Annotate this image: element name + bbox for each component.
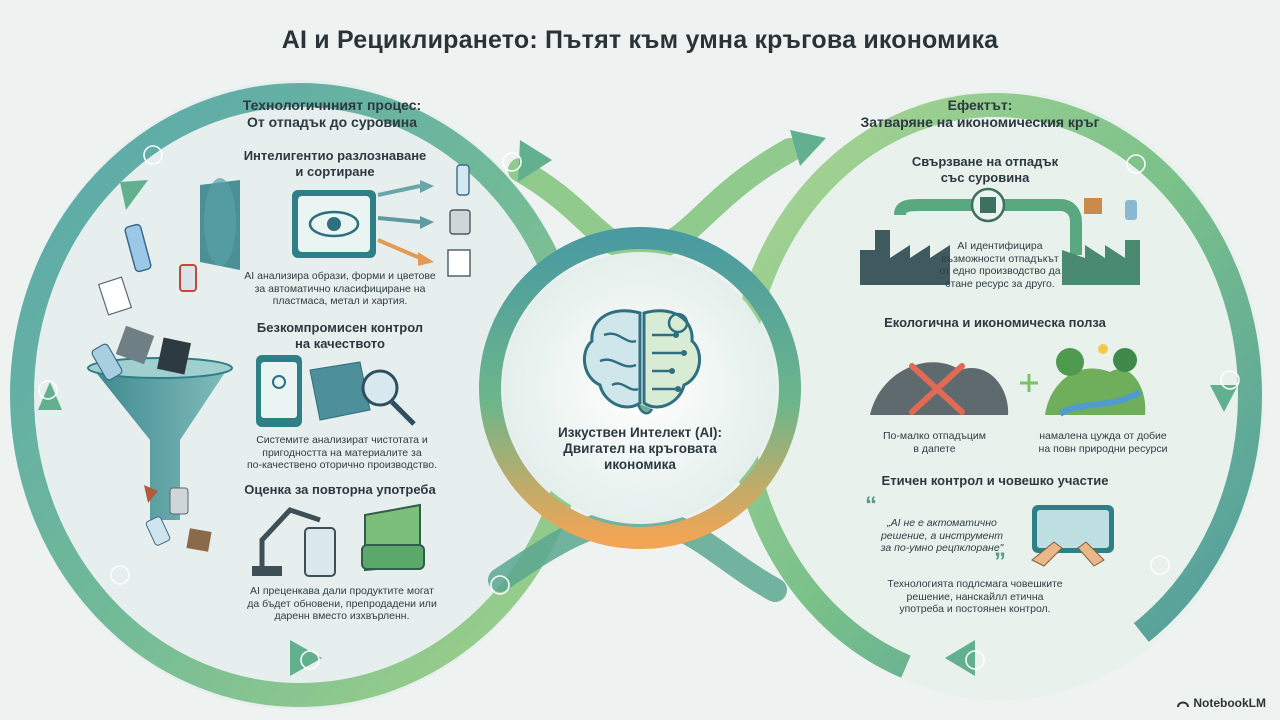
reuse-text-line2: да бъдет обновени, препродадени или (247, 597, 437, 610)
center-label: Изкуствен Интелект (AI): Двигател на кръ… (540, 425, 740, 473)
reuse-illustration (252, 503, 425, 577)
left-loop-ring (10, 83, 590, 707)
connector-top (508, 138, 802, 263)
ethics-text-line3: употреба и постоянен контрол. (899, 603, 1051, 615)
plus-sign (1020, 374, 1038, 392)
loop-arrowheads (38, 130, 1238, 676)
nature-illustration (1045, 344, 1146, 417)
ethics-quote: „AI не е актоматично решение, а инструме… (872, 517, 1012, 555)
brand-badge: NotebookLM (1177, 696, 1266, 710)
linking-text-line4: стане ресурс за друго. (945, 277, 1055, 290)
quality-text: Системите анализират чистотата и пригодн… (222, 434, 462, 472)
sorting-arrows (377, 164, 471, 277)
sorting-text-line3: пластмаса, метал и хартия. (272, 295, 408, 307)
center-ring (479, 227, 801, 549)
sorting-text-line1: AI анализира образи, форми и цветове (244, 270, 436, 282)
brain-illustration (583, 309, 701, 415)
coin-ring-icon (1150, 555, 1170, 575)
ethics-title: Етичен контрол и човешко участие (881, 473, 1109, 488)
lightning-ring-icon (143, 145, 163, 165)
recycle-ring-icon (300, 650, 320, 670)
left-header: Технологичнният процес: От отпадък до су… (212, 97, 452, 131)
notebooklm-logo-icon (1177, 701, 1190, 708)
benefit-right-caption-line2: на повн природни ресурси (1038, 442, 1168, 455)
linking-text: AI идентифицира възможности отпадъкът от… (935, 240, 1065, 290)
plug-ring-icon (38, 380, 58, 400)
benefit-right-caption: намалена цужда от добие на повн природни… (1028, 430, 1178, 455)
leaf-ring-icon (1126, 154, 1146, 174)
ethics-quote-line1: „AI не е актоматично (887, 517, 997, 529)
center-label-line2: Двигател на кръговата (563, 441, 717, 456)
right-header-line1: Ефектът: (947, 97, 1013, 113)
reuse-text-line3: даренн вместо изхвърленн. (274, 610, 410, 622)
bolt-ring-icon (110, 565, 130, 585)
quality-title: Безкомпромисен контрол на качеството (225, 320, 455, 352)
ethics-text-line1: Технологията подлсмага човешките (887, 578, 1063, 590)
cycle-ring-icon (965, 650, 985, 670)
landfill-illustration (870, 362, 1009, 415)
quote-close-icon: ” (994, 548, 1006, 575)
linking-title-line1: Свързване на отпадък (911, 154, 1059, 169)
ethics-text-line2: решение, нанскайлл етична (906, 590, 1044, 603)
sorting-title: Интелигентио разлознаване и сортиране (220, 148, 450, 180)
gear-ring-icon (502, 152, 522, 172)
quality-illustration (256, 355, 416, 427)
quality-title-line2: на качеството (295, 336, 385, 351)
benefit-left-caption: По-малко отпадъцим в дапете (872, 430, 997, 455)
ai-eye-chip (292, 190, 376, 258)
quote-open-icon: “ (865, 492, 877, 519)
recycle-ring-icon-right (1220, 370, 1240, 390)
reuse-title: Оценка за повторна употреба (244, 482, 436, 497)
reuse-text: AI преценкава дали продуктите могат да б… (222, 585, 462, 623)
linking-title: Свързване на отпадък със суровина (870, 154, 1100, 186)
linking-text-line3: от едно производство да (939, 265, 1061, 277)
linking-text-line2: възможности отпадъкът (941, 252, 1059, 265)
sorting-text-line2: за автоматично класифициране на (254, 282, 426, 295)
ethics-quote-line3: за по-умно рецпклоране" (880, 542, 1004, 554)
sorting-text: AI анализира образи, форми и цветове за … (225, 270, 455, 308)
linking-title-line2: със суровина (940, 170, 1030, 185)
quality-text-line1: Системите анализират чистотата и (256, 434, 428, 446)
quality-text-line2: пригодността на материалите за (262, 446, 422, 459)
left-header-line1: Технологичнният процес: (242, 97, 422, 113)
right-header: Ефектът: Затваряне на икономическия кръг (850, 97, 1110, 131)
center-label-line3: икономика (604, 457, 676, 472)
benefit-title: Екологична и икономическа полза (884, 315, 1106, 330)
factory-illustration (860, 187, 1140, 285)
ethics-quote-line2: решение, а инструмент (880, 529, 1004, 542)
ethics-illustration (1031, 505, 1114, 567)
waste-items (91, 223, 212, 552)
benefit-right-caption-line1: намалена цужда от добие (1039, 430, 1167, 442)
reuse-text-line1: AI преценкава дали продуктите могат (250, 585, 434, 597)
sorting-title-line1: Интелигентио разлознаване (243, 148, 427, 163)
benefit-left-caption-line1: По-малко отпадъцим (882, 430, 987, 442)
sorting-title-line2: и сортиране (295, 164, 375, 179)
loop-ring-icon (490, 575, 510, 595)
right-header-line2: Затваряне на икономическия кръг (860, 114, 1100, 130)
left-header-line2: От отпадък до суровина (246, 114, 418, 130)
quality-title-line1: Безкомпромисен контрол (256, 320, 424, 335)
quality-text-line3: по-качествено оторично производство. (246, 459, 438, 471)
ethics-text: Технологията подлсмага човешките решение… (870, 578, 1080, 616)
benefit-left-caption-line2: в дапете (913, 442, 956, 455)
page-title: AI и Рециклирането: Пътят към умна кръго… (281, 26, 999, 54)
brand-label: NotebookLM (1193, 696, 1266, 710)
center-label-line1: Изкуствен Интелект (AI): (558, 425, 722, 440)
linking-text-line1: AI идентифицира (957, 240, 1043, 252)
